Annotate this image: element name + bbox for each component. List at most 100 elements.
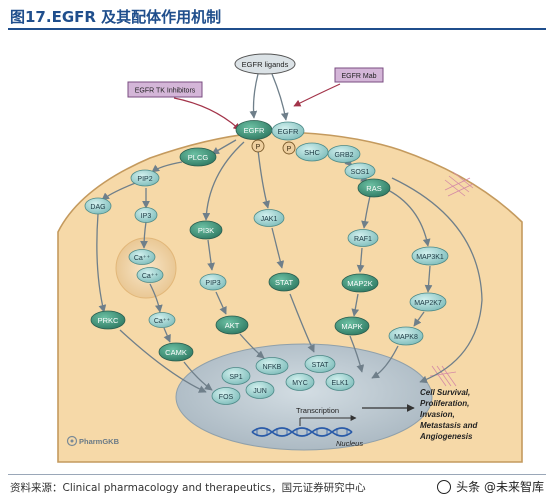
- mab-drug-box: EGFR Mab: [334, 67, 384, 83]
- svg-text:SOS1: SOS1: [351, 169, 370, 176]
- svg-text:STAT: STAT: [275, 278, 293, 287]
- arrow-dag-prkc: [96, 213, 107, 313]
- svg-text:Metastasis and: Metastasis and: [420, 421, 478, 430]
- footer-rule: [8, 474, 546, 475]
- svg-text:MAP2K7: MAP2K7: [414, 300, 442, 307]
- svg-text:AKT: AKT: [225, 321, 240, 330]
- svg-text:PIP2: PIP2: [137, 176, 152, 183]
- arrow-map3k1-map2k7: [424, 265, 433, 293]
- node-plcg: PLCG: [179, 147, 217, 167]
- arrow-stat-statnuc: [289, 293, 315, 353]
- node-mapk: MAPK: [334, 316, 370, 336]
- phospho-left: P: [251, 139, 265, 153]
- node-grb2: GRB2: [327, 145, 361, 163]
- node-ca-3: Ca⁺⁺: [148, 312, 176, 328]
- arrow-ip3-ca: [140, 221, 148, 249]
- svg-text:Angiogenesis: Angiogenesis: [419, 432, 473, 441]
- arrow-mapk-elk1: [349, 335, 365, 373]
- svg-text:PRKC: PRKC: [98, 316, 119, 325]
- svg-text:NFKB: NFKB: [263, 364, 282, 371]
- node-elk1: ELK1: [325, 373, 355, 391]
- arrow-pip3-akt: [215, 291, 227, 315]
- node-prkc: PRKC: [90, 310, 126, 330]
- outcome-text: Cell Survival, Proliferation, Invasion, …: [419, 388, 478, 441]
- svg-text:P: P: [256, 144, 261, 151]
- svg-text:EGFR ligands: EGFR ligands: [242, 60, 289, 69]
- node-sos1: SOS1: [344, 162, 376, 180]
- svg-text:RAF1: RAF1: [354, 236, 372, 243]
- svg-text:Invasion,: Invasion,: [420, 410, 455, 419]
- node-akt: AKT: [215, 315, 249, 335]
- svg-text:FOS: FOS: [219, 394, 234, 401]
- svg-text:JAK1: JAK1: [261, 216, 278, 223]
- svg-text:PLCG: PLCG: [188, 153, 209, 162]
- transcription-label: Transcription: [296, 406, 339, 415]
- arrow-prkc-fos: [119, 329, 207, 393]
- svg-text:Cell Survival,: Cell Survival,: [420, 388, 470, 397]
- arrow-akt-nfkb: [239, 333, 265, 359]
- arrow-egfr-jak1: [257, 149, 271, 209]
- svg-text:STAT: STAT: [312, 362, 330, 369]
- arrow-ligand-egfr-right: [271, 73, 289, 121]
- svg-text:Ca⁺⁺: Ca⁺⁺: [154, 318, 171, 325]
- node-pip2: PIP2: [130, 169, 160, 187]
- arrow-ca-ca3: [149, 283, 163, 313]
- svg-text:SHC: SHC: [304, 148, 320, 157]
- node-ip3: IP3: [134, 207, 158, 223]
- arrow-ras-nucleus-long: [391, 177, 483, 384]
- node-pi3k: PI3K: [189, 220, 223, 240]
- arrow-pi3k-pip3: [207, 239, 215, 271]
- svg-text:CAMK: CAMK: [165, 348, 187, 357]
- svg-text:MAP3K1: MAP3K1: [416, 254, 444, 261]
- node-stat-cytoplasm: STAT: [268, 272, 300, 292]
- svg-text:MAPK8: MAPK8: [394, 334, 418, 341]
- svg-text:EGFR TK Inhibitors: EGFR TK Inhibitors: [135, 88, 196, 95]
- node-ca-1: Ca⁺⁺: [128, 249, 156, 265]
- phospho-right: P: [282, 141, 296, 155]
- arrow-ras-map3k1: [383, 187, 431, 247]
- svg-text:SP1: SP1: [229, 374, 242, 381]
- watermark-text: 头条 @未来智库: [456, 480, 544, 494]
- node-fos: FOS: [211, 387, 241, 405]
- svg-text:ELK1: ELK1: [331, 380, 348, 387]
- svg-text:PharmGKB: PharmGKB: [79, 437, 120, 446]
- arrow-ligand-egfr-left: [249, 73, 259, 119]
- arrow-map2k7-mapk8: [413, 311, 425, 327]
- arrow-egfr-pi3k: [202, 141, 245, 221]
- svg-text:MAP2K: MAP2K: [347, 279, 372, 288]
- svg-text:GRB2: GRB2: [334, 152, 353, 159]
- nucleus-label: Nucleus: [336, 439, 363, 448]
- svg-text:EGFR Mab: EGFR Mab: [341, 73, 376, 80]
- node-jak1: JAK1: [253, 209, 285, 227]
- svg-text:JUN: JUN: [253, 388, 267, 395]
- dna-helix: [251, 427, 353, 437]
- arrow-raf1-map2k: [356, 247, 365, 273]
- node-nfkb: NFKB: [255, 357, 289, 375]
- node-jun: JUN: [245, 381, 275, 399]
- node-dag: DAG: [84, 197, 112, 215]
- node-ras: RAS: [357, 178, 391, 198]
- node-map2k7: MAP2K7: [409, 292, 447, 312]
- svg-text:DAG: DAG: [90, 204, 105, 211]
- arrow-mapk8-elk1: [371, 345, 399, 379]
- node-egfr-left: EGFR: [235, 120, 273, 140]
- node-egfr-right: EGFR: [271, 121, 305, 141]
- node-pip3: PIP3: [199, 273, 227, 291]
- arrow-jak1-stat: [271, 227, 285, 269]
- node-shc: SHC: [295, 142, 329, 162]
- svg-text:MAPK: MAPK: [341, 322, 362, 331]
- title-rule: [8, 28, 546, 30]
- tki-drug-box: EGFR TK Inhibitors: [127, 81, 203, 98]
- node-map3k1: MAP3K1: [411, 246, 449, 266]
- node-camk: CAMK: [158, 342, 194, 362]
- node-stat-nucleus: STAT: [304, 355, 336, 373]
- node-sp1: SP1: [221, 367, 251, 385]
- arrow-map2k-mapk: [351, 293, 360, 317]
- node-mapk8: MAPK8: [388, 326, 424, 346]
- svg-text:Ca⁺⁺: Ca⁺⁺: [134, 255, 151, 262]
- arrow-tki-egfr: [173, 97, 241, 131]
- svg-text:IP3: IP3: [141, 213, 152, 220]
- node-map2k: MAP2K: [341, 273, 379, 293]
- pharmgkb-logo: PharmGKB: [66, 435, 120, 447]
- svg-text:Proliferation,: Proliferation,: [420, 399, 469, 408]
